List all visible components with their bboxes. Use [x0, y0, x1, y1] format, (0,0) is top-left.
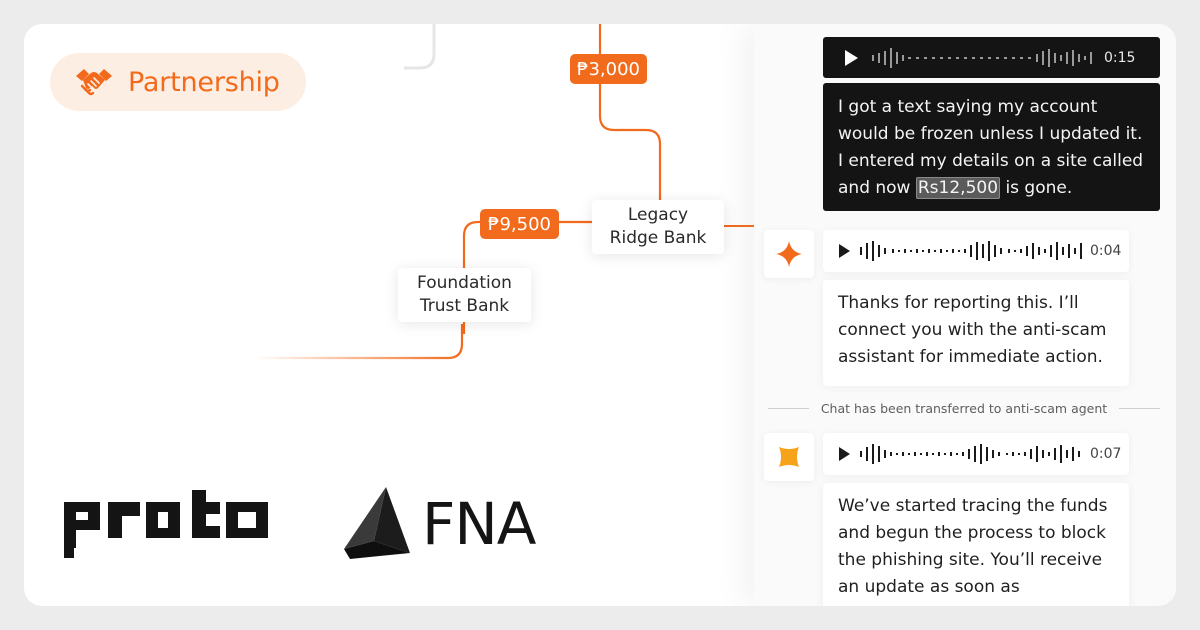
transfer-notice-text: Chat has been transferred to anti-scam a…	[820, 400, 1108, 416]
audio-duration: 0:15	[1104, 49, 1136, 66]
chat-panel: 0:15 I got a text saying my account woul…	[754, 24, 1176, 606]
bank-name: Legacy Ridge Bank	[609, 205, 707, 248]
waveform-icon	[860, 444, 1080, 464]
money-flow-lines	[256, 24, 784, 432]
divider-line	[768, 407, 809, 409]
user-message: I got a text saying my account would be …	[823, 83, 1160, 211]
waveform-icon	[860, 241, 1082, 261]
audio-duration: 0:04	[1090, 243, 1122, 259]
user-voice-message[interactable]: 0:15	[823, 37, 1160, 78]
waveform-icon	[872, 47, 1092, 68]
bank-node-legacy-ridge: Legacy Ridge Bank	[592, 200, 724, 254]
assistant-avatar	[764, 230, 814, 278]
divider-line	[1119, 407, 1160, 409]
sparkle-icon	[779, 447, 799, 467]
play-icon[interactable]	[839, 447, 850, 461]
fna-logo-text: FNA	[422, 490, 536, 558]
amount-tag: ₱3,000	[570, 54, 647, 84]
handshake-icon	[76, 69, 112, 96]
sparkle-icon	[776, 241, 802, 267]
audio-duration: 0:07	[1090, 446, 1122, 462]
proto-logo	[64, 490, 268, 558]
message-text: I got a text saying my account would be …	[838, 97, 1144, 198]
partnership-badge: Partnership	[50, 53, 306, 111]
message-text-end: is gone.	[1005, 178, 1073, 198]
amount-tag: ₱9,500	[480, 209, 559, 239]
bank-name: Foundation Trust Bank	[417, 273, 512, 316]
anti-scam-agent-avatar	[764, 433, 814, 481]
play-icon[interactable]	[845, 49, 858, 66]
play-icon[interactable]	[839, 244, 850, 258]
highlighted-amount: Rs12,500	[915, 177, 1001, 199]
assistant-message: Thanks for reporting this. I’ll connect …	[823, 280, 1129, 386]
partnership-label: Partnership	[128, 66, 280, 98]
assistant-voice-message[interactable]: 0:04	[823, 230, 1129, 272]
hero-card: Partnership ₱3,000 ₱9,500 Legacy Ridge B…	[24, 24, 1176, 606]
agent-message: We’ve started tracing the funds and begu…	[823, 483, 1129, 606]
agent-voice-message[interactable]: 0:07	[823, 433, 1129, 475]
bank-node-foundation-trust: Foundation Trust Bank	[398, 268, 531, 322]
transfer-notice: Chat has been transferred to anti-scam a…	[768, 400, 1160, 416]
fna-logo-mark	[344, 487, 410, 559]
